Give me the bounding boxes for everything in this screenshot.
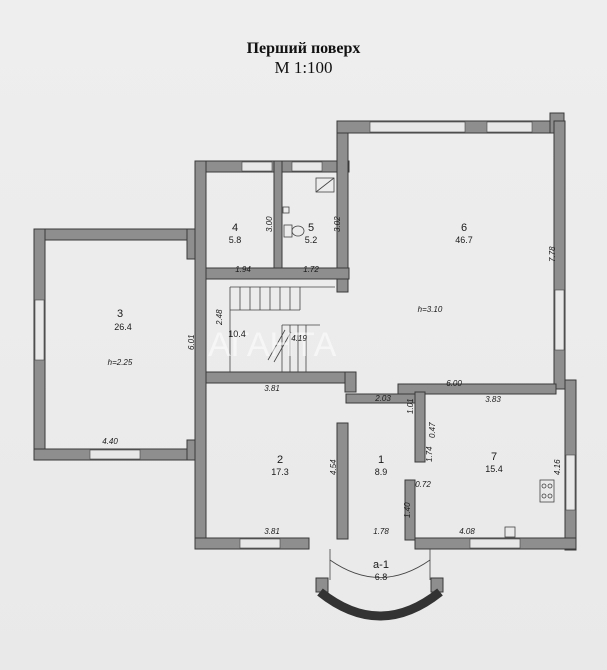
room-5-number: 5 <box>308 222 314 234</box>
room-6-height: h=3.10 <box>418 305 443 314</box>
dim-1-01: 1.01 <box>406 398 415 414</box>
room-4-area: 5.8 <box>229 235 242 245</box>
dim-1-94: 1.94 <box>235 265 251 274</box>
dim-0-47: 0.47 <box>428 422 437 438</box>
room-3-area: 26.4 <box>114 322 132 332</box>
watermark-text: АГАНТА <box>208 326 337 364</box>
staircase <box>229 286 335 372</box>
room-1-number: 1 <box>378 454 384 466</box>
dim-4-40: 4.40 <box>102 437 118 446</box>
plan-scale: М 1:100 <box>274 58 333 77</box>
room-6-number: 6 <box>461 222 467 234</box>
dim-3-81-bottom: 3.81 <box>264 527 280 536</box>
stove <box>504 479 555 538</box>
dim-2-48: 2.48 <box>215 309 224 326</box>
stair-area: 10.4 <box>228 329 246 339</box>
dim-3-00: 3.00 <box>265 216 274 232</box>
porch-number: а-1 <box>373 559 389 571</box>
room-7-area: 15.4 <box>485 464 503 474</box>
room-2-area: 17.3 <box>271 467 289 477</box>
porch-area: 6.8 <box>375 572 388 582</box>
dimension-labels: 7.78 6.01 4.40 3.81 2.03 6.00 3.83 4.54 … <box>102 216 562 536</box>
windows <box>34 121 576 549</box>
room-3-number: 3 <box>117 308 123 320</box>
garage-walls <box>33 228 199 461</box>
dim-7-78: 7.78 <box>548 246 557 262</box>
dim-1-74: 1.74 <box>425 446 434 462</box>
dim-4-19: 4.19 <box>291 334 307 343</box>
dim-3-02: 3.02 <box>333 216 342 232</box>
room-5-area: 5.2 <box>305 235 318 245</box>
room-7-number: 7 <box>491 451 497 463</box>
room-labels: 3 26.4 h=2.25 4 5.8 5 5.2 6 46.7 h=3.10 … <box>108 222 503 582</box>
room-3-height: h=2.25 <box>108 358 133 367</box>
porch <box>315 549 444 621</box>
dim-4-08: 4.08 <box>459 527 475 536</box>
dim-4-54: 4.54 <box>329 459 338 475</box>
dim-2-03: 2.03 <box>374 394 391 403</box>
room-6-area: 46.7 <box>455 235 473 245</box>
dim-1-40: 1.40 <box>403 502 412 518</box>
dim-4-16: 4.16 <box>553 459 562 475</box>
bathroom-fixtures <box>282 177 335 238</box>
dim-6-00: 6.00 <box>446 379 462 388</box>
dim-0-72: 0.72 <box>415 480 431 489</box>
plan-title: Перший поверх <box>246 40 361 57</box>
dim-3-81-top: 3.81 <box>264 384 280 393</box>
dim-1-78: 1.78 <box>373 527 389 536</box>
dim-3-83: 3.83 <box>485 395 501 404</box>
room-2-number: 2 <box>277 454 283 466</box>
dim-6-01: 6.01 <box>187 334 196 350</box>
dim-1-72: 1.72 <box>303 265 319 274</box>
room-4-number: 4 <box>232 222 238 234</box>
room-1-area: 8.9 <box>375 467 388 477</box>
interior-walls <box>205 160 557 541</box>
